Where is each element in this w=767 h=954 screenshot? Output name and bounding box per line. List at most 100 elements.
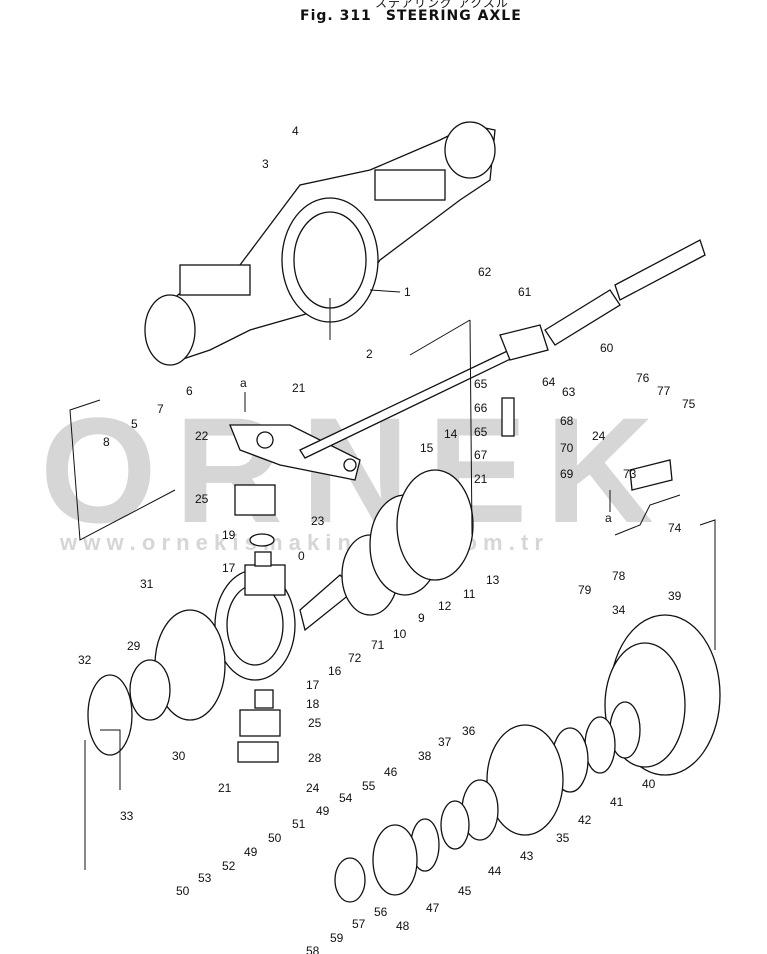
part-number: 24 (592, 429, 606, 443)
part-number: 35 (556, 831, 570, 845)
part-number: 47 (426, 901, 440, 915)
bracket-and-pipe (614, 459, 681, 536)
hub-nut-assembly (334, 824, 418, 903)
part-number: 16 (328, 664, 342, 678)
part-number: 25 (195, 492, 209, 506)
part-number: 54 (339, 791, 353, 805)
part-number: 14 (444, 427, 458, 441)
part-number: 37 (438, 735, 452, 749)
figure-japanese-title: ステアリング アクスル (375, 0, 509, 10)
axle-housing (144, 121, 496, 366)
part-number: 7 (157, 402, 164, 416)
part-number: 58 (306, 944, 320, 954)
part-number: 74 (668, 521, 682, 535)
part-number: 75 (682, 397, 696, 411)
part-number: 69 (560, 467, 574, 481)
part-number: 63 (562, 385, 576, 399)
brake-backing-plate (410, 724, 564, 872)
part-number: 51 (292, 817, 306, 831)
figure-header: ステアリング アクスル Fig. 311 STEERING AXLE (0, 0, 767, 30)
part-number: 34 (612, 603, 626, 617)
part-number: 25 (308, 716, 322, 730)
view-marker-a-top: a (240, 376, 247, 390)
tie-rod (299, 324, 549, 459)
part-number: 62 (478, 265, 492, 279)
part-number: 36 (462, 724, 476, 738)
part-number: 48 (396, 919, 410, 933)
part-number: 32 (78, 653, 92, 667)
part-number: 73 (623, 467, 637, 481)
part-number: 53 (198, 871, 212, 885)
part-number: 50 (268, 831, 282, 845)
part-number: 3 (262, 157, 269, 171)
part-number: 1 (404, 285, 411, 299)
part-number: 49 (316, 804, 330, 818)
part-number: 78 (612, 569, 626, 583)
part-number: 21 (218, 781, 232, 795)
view-marker-a-right: a (605, 511, 612, 525)
part-number: 77 (657, 384, 671, 398)
figure-number: Fig. 311 (300, 8, 372, 24)
part-number: 70 (560, 441, 574, 455)
part-number: 23 (311, 514, 325, 528)
part-number: 49 (244, 845, 258, 859)
part-number: 29 (127, 639, 141, 653)
steering-arm (229, 424, 361, 481)
part-number: 30 (172, 749, 186, 763)
part-number: 38 (418, 749, 432, 763)
part-callouts: 1 2 3 4 5 6 7 8 9 10 11 12 13 14 15 16 1… (78, 124, 696, 954)
part-number: 43 (520, 849, 534, 863)
part-number: 71 (371, 638, 385, 652)
part-number: 31 (140, 577, 154, 591)
part-number: 59 (330, 931, 344, 945)
part-number: 66 (474, 401, 488, 415)
part-number: 57 (352, 917, 366, 931)
part-number: 6 (186, 384, 193, 398)
hub-flange (87, 609, 226, 756)
part-number: 12 (438, 599, 452, 613)
part-number: 17 (306, 678, 320, 692)
leader-lines (69, 289, 716, 870)
part-number: 22 (195, 429, 209, 443)
part-number: 21 (474, 472, 488, 486)
part-number: 44 (488, 864, 502, 878)
brake-drum (551, 614, 721, 793)
part-number: 55 (362, 779, 376, 793)
part-number: 50 (176, 884, 190, 898)
part-number: 15 (420, 441, 434, 455)
part-number: 11 (463, 587, 476, 601)
part-number: 52 (222, 859, 236, 873)
part-number: 79 (578, 583, 592, 597)
part-number: 68 (560, 414, 574, 428)
part-number: 65 (474, 425, 488, 439)
figure-name: STEERING AXLE (385, 8, 522, 24)
part-number: 18 (306, 697, 320, 711)
part-number: 28 (308, 751, 322, 765)
part-number: 65 (474, 377, 488, 391)
part-number: 0 (298, 549, 305, 563)
part-number: 61 (518, 285, 532, 299)
part-number: 24 (306, 781, 320, 795)
part-number: 56 (374, 905, 388, 919)
part-number: 33 (120, 809, 134, 823)
part-number: 5 (131, 417, 138, 431)
part-number: 60 (600, 341, 614, 355)
part-number: 72 (348, 651, 362, 665)
axle-shaft (544, 239, 706, 346)
part-number: 42 (578, 813, 592, 827)
part-number: 21 (292, 381, 306, 395)
figure-title: Fig. 311 STEERING AXLE (300, 8, 536, 24)
part-number: 19 (222, 528, 236, 542)
part-number: 13 (486, 573, 500, 587)
part-number: 45 (458, 884, 472, 898)
part-number: 17 (222, 561, 236, 575)
part-number: 9 (418, 611, 425, 625)
part-number: 8 (103, 435, 110, 449)
part-number: 4 (292, 124, 299, 138)
part-number: 10 (393, 627, 407, 641)
part-number: 39 (668, 589, 682, 603)
part-number: 41 (610, 795, 624, 809)
part-number: 67 (474, 448, 488, 462)
part-number: 2 (366, 347, 373, 361)
